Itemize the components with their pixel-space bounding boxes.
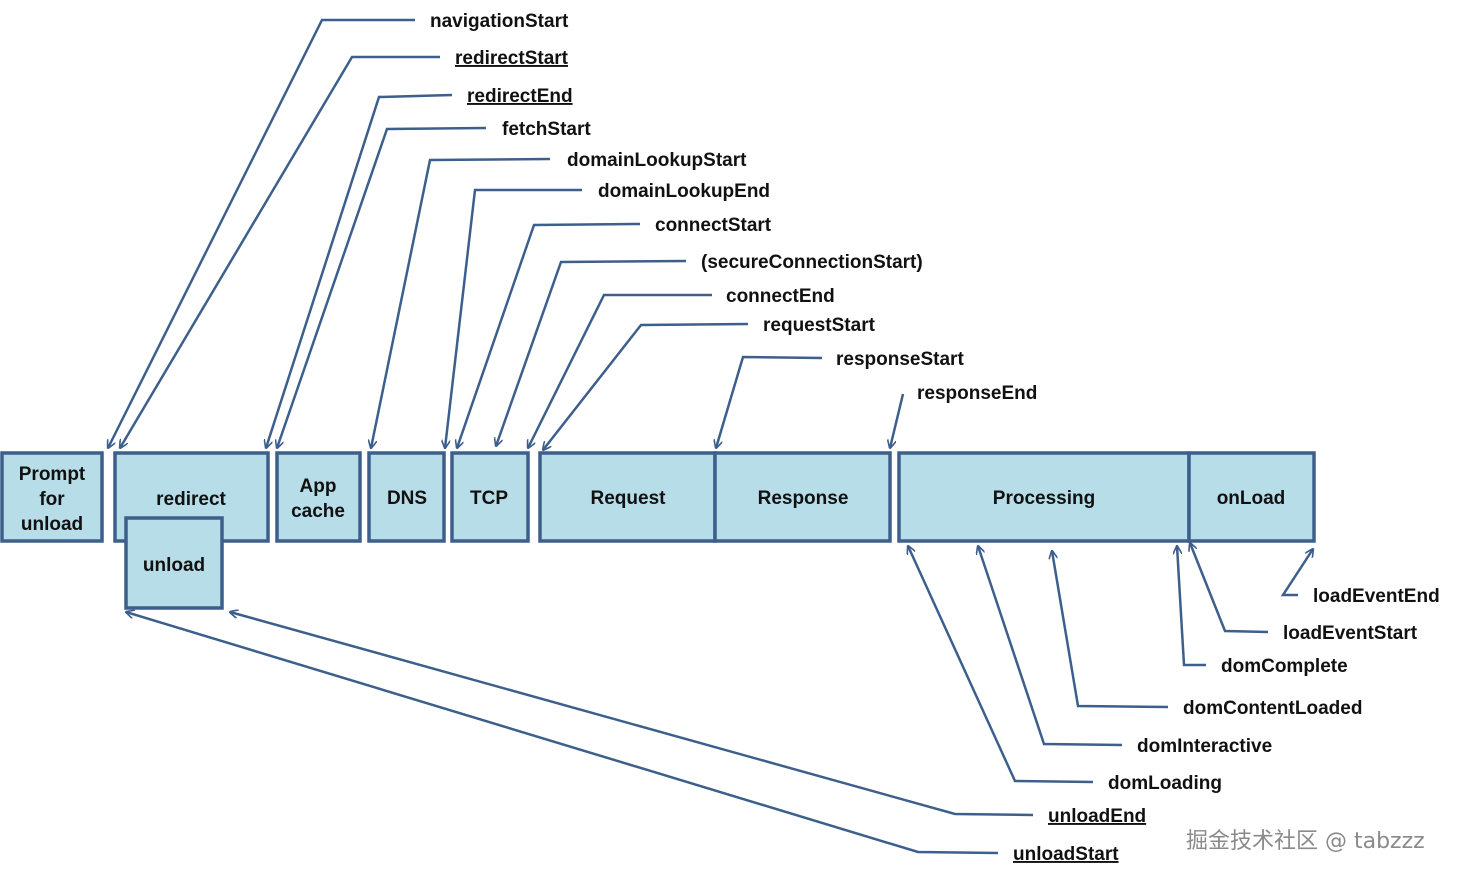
box-tcp-label: TCP (470, 488, 508, 509)
label-redirectEnd: redirectEnd (467, 86, 573, 107)
box-response: Response (713, 451, 892, 543)
bottom-labels: loadEventEnd loadEventStart domComplete … (1013, 586, 1440, 865)
label-loadEventEnd: loadEventEnd (1313, 586, 1440, 607)
connector-responseStart (716, 355, 823, 448)
box-prompt-line1: Prompt (19, 464, 86, 485)
connector-domLoading (908, 546, 1094, 784)
label-secureConnectionStart: (secureConnectionStart) (701, 252, 923, 273)
box-redirect-label: redirect (156, 489, 226, 510)
label-domInteractive: domInteractive (1137, 736, 1272, 757)
label-responseStart: responseStart (836, 349, 964, 370)
top-labels: navigationStart redirectStart redirectEn… (430, 11, 1037, 404)
bottom-connectors (126, 543, 1313, 855)
box-app-cache-line1: App (300, 476, 337, 497)
box-unload-label: unload (143, 555, 205, 576)
label-connectStart: connectStart (655, 215, 772, 236)
connector-responseEnd (890, 393, 905, 448)
label-domComplete: domComplete (1221, 656, 1348, 677)
connector-unloadStart (126, 612, 999, 855)
box-onload: onLoad (1187, 451, 1316, 543)
connector-redirectStart (120, 55, 440, 448)
label-requestStart: requestStart (763, 315, 876, 336)
connector-requestStart (543, 322, 749, 450)
label-domainLookupStart: domainLookupStart (567, 150, 747, 171)
connector-domInteractive (978, 546, 1123, 747)
box-response-label: Response (758, 488, 849, 509)
label-connectEnd: connectEnd (726, 286, 835, 307)
box-request-label: Request (591, 488, 667, 509)
box-prompt-line2: for (39, 489, 65, 510)
connector-loadEventEnd (1280, 549, 1313, 597)
connector-connectEnd (528, 293, 712, 448)
box-prompt-line3: unload (21, 514, 83, 535)
box-processing-label: Processing (993, 488, 1095, 509)
box-processing: Processing (897, 451, 1191, 543)
box-unload: unload (124, 516, 224, 610)
box-prompt-for-unload: Prompt for unload (0, 451, 104, 543)
connector-connectStart (457, 222, 641, 448)
connector-redirectEnd (266, 93, 453, 448)
label-unloadStart: unloadStart (1013, 844, 1119, 865)
connector-navigationStart (108, 18, 415, 448)
connector-unloadEnd (230, 612, 1034, 817)
box-tcp: TCP (450, 451, 530, 543)
label-fetchStart: fetchStart (502, 119, 591, 140)
label-responseEnd: responseEnd (917, 383, 1037, 404)
box-app-cache: App cache (275, 451, 362, 543)
connector-fetchStart (277, 126, 487, 448)
box-app-cache-line2: cache (291, 501, 345, 522)
label-domContentLoaded: domContentLoaded (1183, 698, 1362, 719)
connector-domainLookupEnd (445, 188, 582, 448)
label-domainLookupEnd: domainLookupEnd (598, 181, 770, 202)
box-dns: DNS (367, 451, 446, 543)
connector-domComplete (1177, 546, 1206, 667)
box-request: Request (538, 451, 717, 543)
connector-domContentLoaded (1052, 551, 1169, 709)
box-onload-label: onLoad (1217, 488, 1286, 509)
label-navigationStart: navigationStart (430, 11, 569, 32)
top-connectors (108, 18, 905, 450)
connector-domainLookupStart (371, 157, 551, 448)
connector-secureConnectionStart (496, 259, 687, 446)
label-domLoading: domLoading (1108, 773, 1222, 794)
label-loadEventStart: loadEventStart (1283, 623, 1418, 644)
box-dns-label: DNS (387, 488, 427, 509)
label-unloadEnd: unloadEnd (1048, 806, 1146, 827)
connector-loadEventStart (1190, 543, 1269, 634)
watermark: 掘金技术社区 @ tabzzz (1186, 829, 1425, 854)
label-redirectStart: redirectStart (455, 48, 569, 69)
